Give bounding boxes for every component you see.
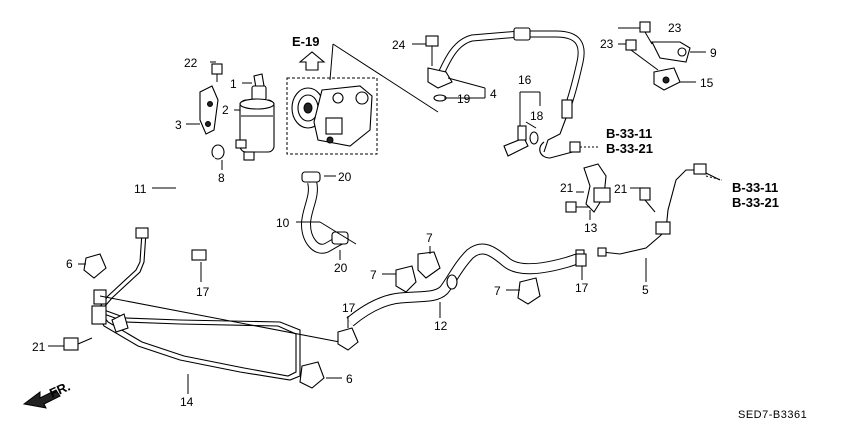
callout-numbers: 1 2 3 4 5 6 6 7 7 7 8 9 10 11 12 13 14 1… [32, 21, 717, 409]
callout-22: 22 [184, 56, 198, 70]
pump-ref-label: E-19 [292, 34, 319, 49]
callout-23-top: 23 [668, 21, 682, 35]
diagram-code: SED7-B3361 [738, 409, 807, 421]
callout-23-left: 23 [600, 37, 614, 51]
clamp-6-bottom [299, 361, 325, 389]
front-direction: FR. [22, 379, 72, 409]
callout-17-left: 17 [196, 285, 210, 299]
bolt-21-left [63, 337, 79, 351]
ref-b33-11-upper: B-33-11 [606, 126, 652, 141]
callout-19: 19 [457, 92, 471, 106]
front-arrow-icon [22, 389, 61, 409]
clamp-20-lower [331, 231, 349, 245]
bolt-21-right [639, 187, 651, 201]
callout-21-mid: 21 [560, 181, 574, 195]
callout-16: 16 [518, 73, 532, 87]
callout-12: 12 [434, 319, 448, 333]
fitting-16 [503, 91, 541, 157]
callout-7-right: 7 [494, 284, 501, 298]
clamp-6-left [83, 253, 107, 279]
clamp-17-mid [337, 327, 359, 351]
callout-14: 14 [180, 395, 194, 409]
callout-3: 3 [175, 118, 182, 132]
callout-11: 11 [134, 182, 147, 196]
callout-18: 18 [530, 109, 544, 123]
callout-10: 10 [276, 216, 290, 230]
callout-13: 13 [584, 221, 598, 235]
hose-clip-7 [395, 251, 541, 305]
ref-b33-21-right: B-33-21 [732, 195, 779, 210]
hose-clamp [191, 249, 207, 261]
pump-reference: E-19 [292, 34, 439, 113]
callout-2: 2 [222, 103, 229, 117]
callout-24: 24 [392, 38, 406, 52]
callout-17-mid: 17 [342, 301, 356, 315]
callout-21-right: 21 [614, 182, 628, 196]
callout-8: 8 [218, 171, 225, 185]
ref-b33-21-upper: B-33-21 [606, 141, 653, 156]
callout-15: 15 [700, 76, 714, 90]
callout-20-lower: 20 [334, 261, 348, 275]
clamp-20-upper [301, 171, 321, 183]
callout-20-upper: 20 [338, 170, 352, 184]
callout-4: 4 [490, 87, 497, 101]
callout-5: 5 [642, 283, 649, 297]
clamp-17-right [575, 253, 587, 267]
cooler-pipe-14 [91, 227, 351, 381]
callout-7-mid: 7 [426, 231, 433, 245]
bracket-13 [565, 163, 611, 213]
callout-17-right: 17 [575, 281, 589, 295]
bracket-9-15 [625, 21, 691, 91]
callout-6-left: 6 [66, 257, 73, 271]
leader-lines [48, 27, 706, 394]
bolt-24 [425, 35, 439, 47]
front-label: FR. [47, 379, 72, 401]
power-steering-pump [286, 77, 378, 155]
reservoir-assembly [199, 63, 275, 161]
return-pipe-5 [601, 169, 721, 255]
section-references: B-33-11 B-33-21 B-33-11 B-33-21 [606, 126, 779, 210]
callout-6-bottom: 6 [346, 372, 353, 386]
callout-9: 9 [710, 46, 717, 60]
callout-7-left: 7 [370, 268, 377, 282]
callout-1: 1 [230, 77, 237, 91]
ref-b33-11-right: B-33-11 [732, 180, 778, 195]
callout-21-left: 21 [32, 340, 46, 354]
up-arrow-icon [298, 51, 326, 71]
